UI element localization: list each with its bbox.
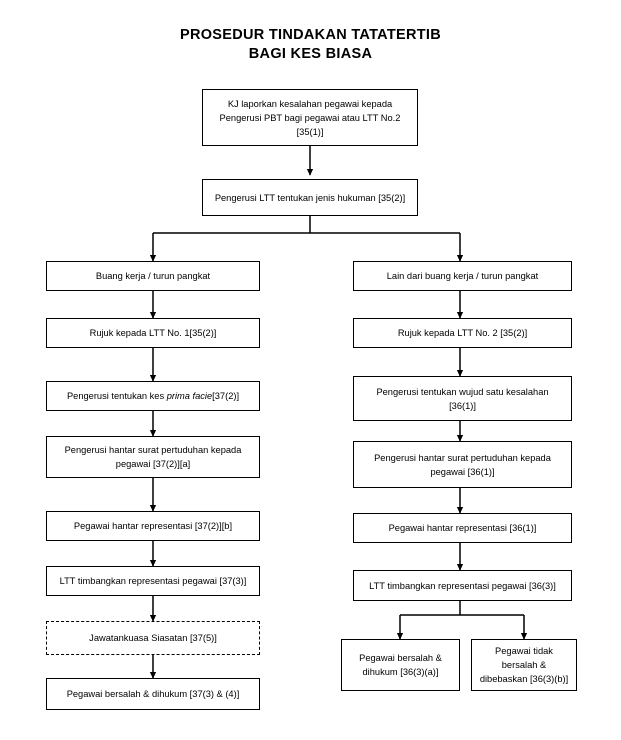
node-outcome-not-guilty: Pegawai tidak bersalah & dibebaskan [36(… xyxy=(471,639,577,691)
node-left-investigation-committee: Jawatankuasa Siasatan [37(5)] xyxy=(46,621,260,655)
node-right-other-than-dismissal: Lain dari buang kerja / turun pangkat xyxy=(353,261,572,291)
node-left-representation-submitted: Pegawai hantar representasi [37(2)][b] xyxy=(46,511,260,541)
node-right-charge-letter: Pengerusi hantar surat pertuduhan kepada… xyxy=(353,441,572,488)
node-left-refer-ltt1: Rujuk kepada LTT No. 1[35(2)] xyxy=(46,318,260,348)
node-start: KJ laporkan kesalahan pegawai kepada Pen… xyxy=(202,89,418,146)
node-decide-punishment: Pengerusi LTT tentukan jenis hukuman [35… xyxy=(202,179,418,216)
node-right-refer-ltt2: Rujuk kepada LTT No. 2 [35(2)] xyxy=(353,318,572,348)
node-left-representation-considered: LTT timbangkan representasi pegawai [37(… xyxy=(46,566,260,596)
node-right-representation-submitted: Pegawai hantar representasi [36(1)] xyxy=(353,513,572,543)
node-right-offence-determined: Pengerusi tentukan wujud satu kesalahan … xyxy=(353,376,572,421)
node-outcome-guilty: Pegawai bersalah & dihukum [36(3)(a)] xyxy=(341,639,460,691)
node-left-guilty-punished: Pegawai bersalah & dihukum [37(3) & (4)] xyxy=(46,678,260,710)
node-left-charge-letter: Pengerusi hantar surat pertuduhan kepada… xyxy=(46,436,260,478)
node-left-prima-facie: Pengerusi tentukan kes prima facie[37(2)… xyxy=(46,381,260,411)
node-left-dismissal-demotion: Buang kerja / turun pangkat xyxy=(46,261,260,291)
page-title: PROSEDUR TINDAKAN TATATERTIB BAGI KES BI… xyxy=(179,27,442,62)
node-right-representation-considered: LTT timbangkan representasi pegawai [36(… xyxy=(353,570,572,601)
